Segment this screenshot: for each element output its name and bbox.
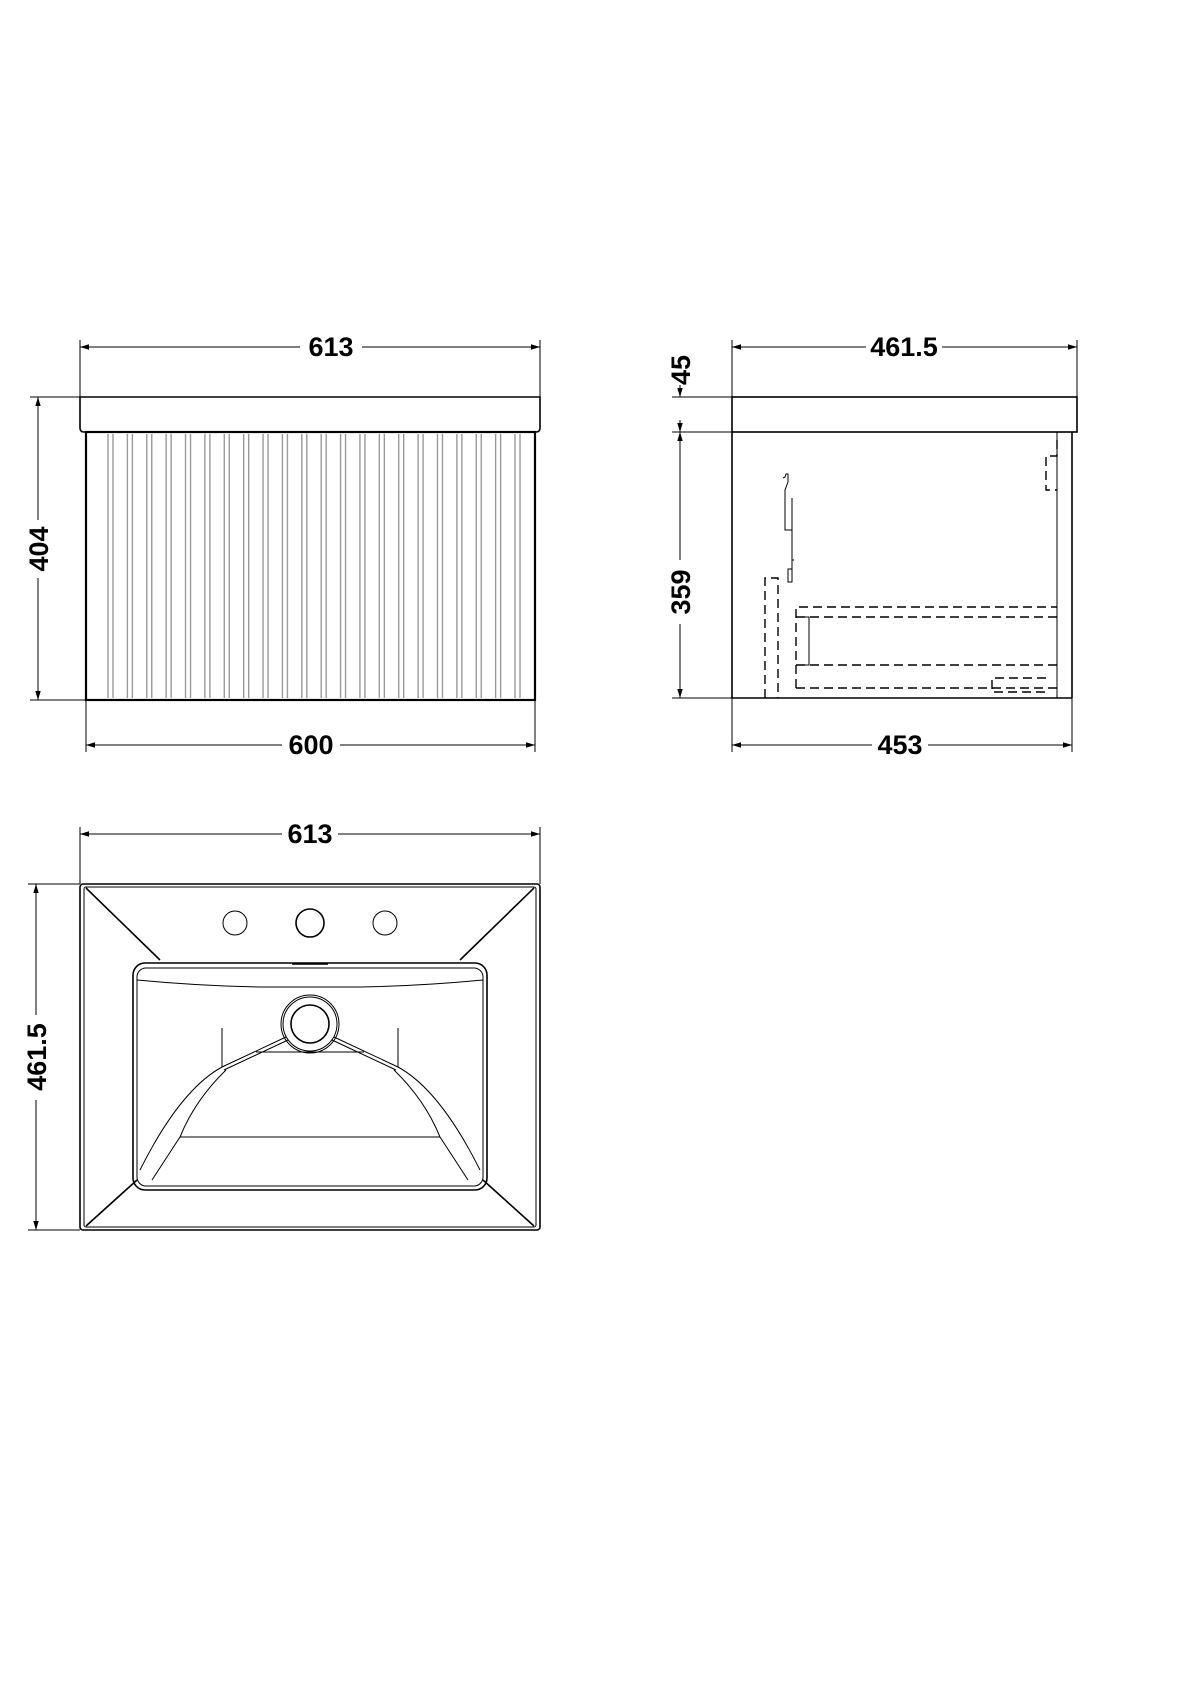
drawer-side-panel (764, 577, 779, 698)
tap-hole-center (295, 908, 325, 938)
dim-side-basin-thickness: 45 (666, 355, 696, 385)
waste-outlet (280, 994, 340, 1054)
dim-front-overall-height: 404 (24, 526, 54, 571)
dim-side-cabinet-depth: 453 (877, 730, 922, 760)
basin-outline (79, 883, 541, 1231)
tap-hole-left (222, 910, 248, 936)
drawer-box (795, 606, 1057, 689)
tap-hole-right (372, 910, 398, 936)
dim-plan-width: 613 (287, 819, 332, 849)
basin-top-front (79, 396, 541, 433)
cabinet-front (84, 430, 537, 702)
side-view: 461.5 45 359 453 (666, 332, 1078, 760)
bowl-outline (132, 962, 488, 1191)
dim-front-cabinet-width: 600 (288, 730, 333, 760)
basin-top-side (731, 396, 1078, 433)
dim-plan-depth: 461.5 (22, 1023, 52, 1091)
dim-side-overall-depth: 461.5 (870, 332, 938, 362)
fluted-door-lines (107, 434, 521, 698)
front-view: 613 404 600 (24, 332, 541, 760)
dim-side-cabinet-height: 359 (666, 569, 696, 614)
drawer-handle (991, 677, 1046, 693)
plan-view: 613 461.5 (22, 819, 541, 1231)
dim-front-overall-width: 613 (308, 332, 353, 362)
hanging-bracket (782, 473, 794, 583)
wall-bracket (1045, 440, 1058, 491)
